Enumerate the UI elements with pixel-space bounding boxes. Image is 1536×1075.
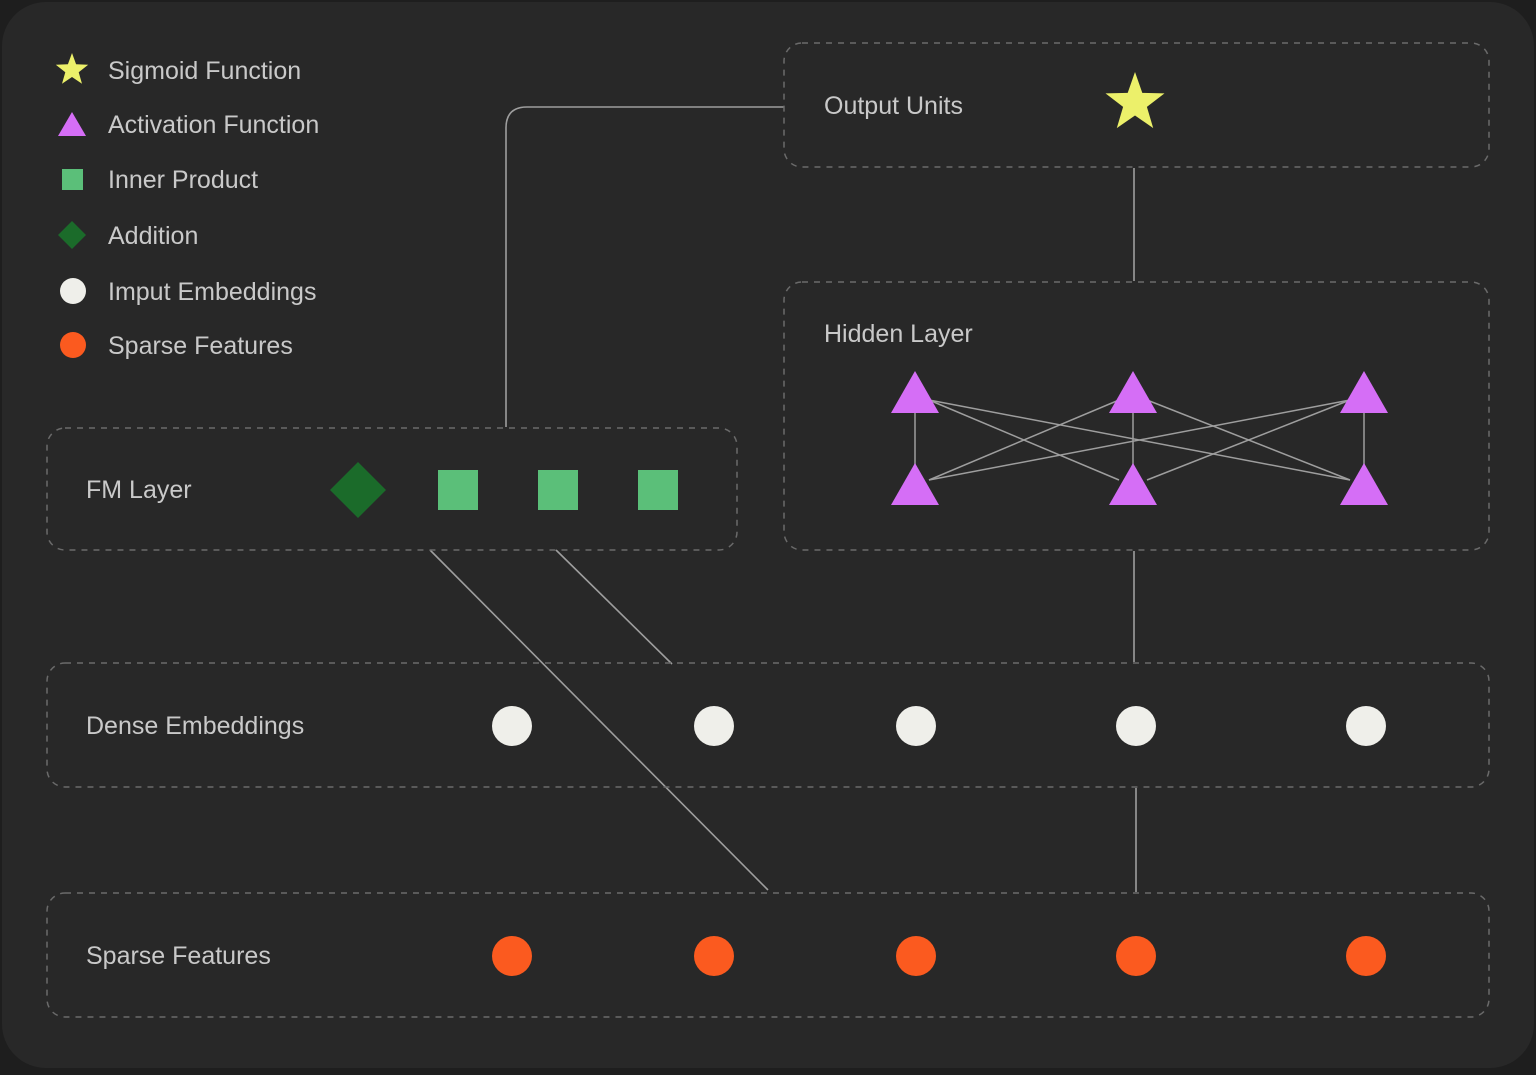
square-icon bbox=[62, 169, 83, 190]
legend-label: Imput Embeddings bbox=[108, 278, 316, 306]
sparse-feature-circle-icon bbox=[896, 936, 936, 976]
star-icon bbox=[55, 53, 89, 84]
hidden-edge bbox=[1146, 399, 1351, 481]
embedding-circle-icon bbox=[896, 706, 936, 746]
sparse-feature-circle-icon bbox=[492, 936, 532, 976]
hidden-layer-label: Hidden Layer bbox=[824, 320, 973, 348]
fm-layer-box bbox=[46, 427, 738, 551]
sigmoid-output-star-icon bbox=[1105, 72, 1165, 129]
activation-triangle-icon bbox=[1109, 463, 1157, 505]
legend-label: Inner Product bbox=[108, 166, 258, 194]
orange-circle-icon bbox=[60, 332, 86, 358]
fm-layer-label: FM Layer bbox=[86, 476, 192, 504]
diamond-icon bbox=[58, 221, 86, 249]
sparse-feature-circle-icon bbox=[1116, 936, 1156, 976]
fm-to-dense-connector bbox=[555, 549, 673, 665]
embedding-circle-icon bbox=[492, 706, 532, 746]
sparse-feature-circle-icon bbox=[694, 936, 734, 976]
activation-triangle-icon bbox=[891, 371, 939, 413]
embedding-circle-icon bbox=[1346, 706, 1386, 746]
dense-embeddings-box bbox=[46, 662, 1490, 788]
legend-item: Activation Function bbox=[58, 111, 319, 139]
connectors bbox=[429, 106, 1137, 892]
sparse-features-label: Sparse Features bbox=[86, 942, 271, 970]
sparse-feature-nodes bbox=[492, 936, 1386, 976]
legend-item: Sigmoid Function bbox=[55, 53, 301, 85]
legend-item: Inner Product bbox=[62, 166, 258, 194]
white-circle-icon bbox=[60, 278, 86, 304]
legend-label: Sparse Features bbox=[108, 332, 293, 360]
legend-item: Addition bbox=[58, 221, 198, 250]
triangle-icon bbox=[58, 112, 86, 136]
hidden-layer-connections bbox=[914, 399, 1365, 481]
legend-label: Activation Function bbox=[108, 111, 319, 139]
sparse-feature-circle-icon bbox=[1346, 936, 1386, 976]
activation-triangle-icon bbox=[891, 463, 939, 505]
hidden-edge bbox=[928, 399, 1351, 481]
fm-to-sparse-connector bbox=[429, 549, 769, 891]
legend-label: Addition bbox=[108, 222, 198, 250]
sparse-features-box bbox=[46, 892, 1490, 1018]
inner-product-square-icon bbox=[438, 470, 478, 510]
fm-layer-nodes bbox=[330, 462, 678, 518]
activation-triangle-icon bbox=[1340, 371, 1388, 413]
fm-to-output-connector bbox=[505, 106, 784, 427]
dense-embedding-nodes bbox=[492, 706, 1386, 746]
legend-item: Sparse Features bbox=[60, 332, 293, 360]
dense-embeddings-label: Dense Embeddings bbox=[86, 712, 304, 740]
inner-product-square-icon bbox=[638, 470, 678, 510]
hidden-layer-nodes bbox=[891, 371, 1388, 505]
inner-product-square-icon bbox=[538, 470, 578, 510]
output-units-label: Output Units bbox=[824, 92, 963, 120]
embedding-circle-icon bbox=[694, 706, 734, 746]
hidden-edge bbox=[928, 399, 1120, 481]
embedding-circle-icon bbox=[1116, 706, 1156, 746]
legend-item: Imput Embeddings bbox=[60, 278, 316, 306]
activation-triangle-icon bbox=[1340, 463, 1388, 505]
activation-triangle-icon bbox=[1109, 371, 1157, 413]
addition-diamond-icon bbox=[330, 462, 386, 518]
legend-label: Sigmoid Function bbox=[108, 57, 301, 85]
